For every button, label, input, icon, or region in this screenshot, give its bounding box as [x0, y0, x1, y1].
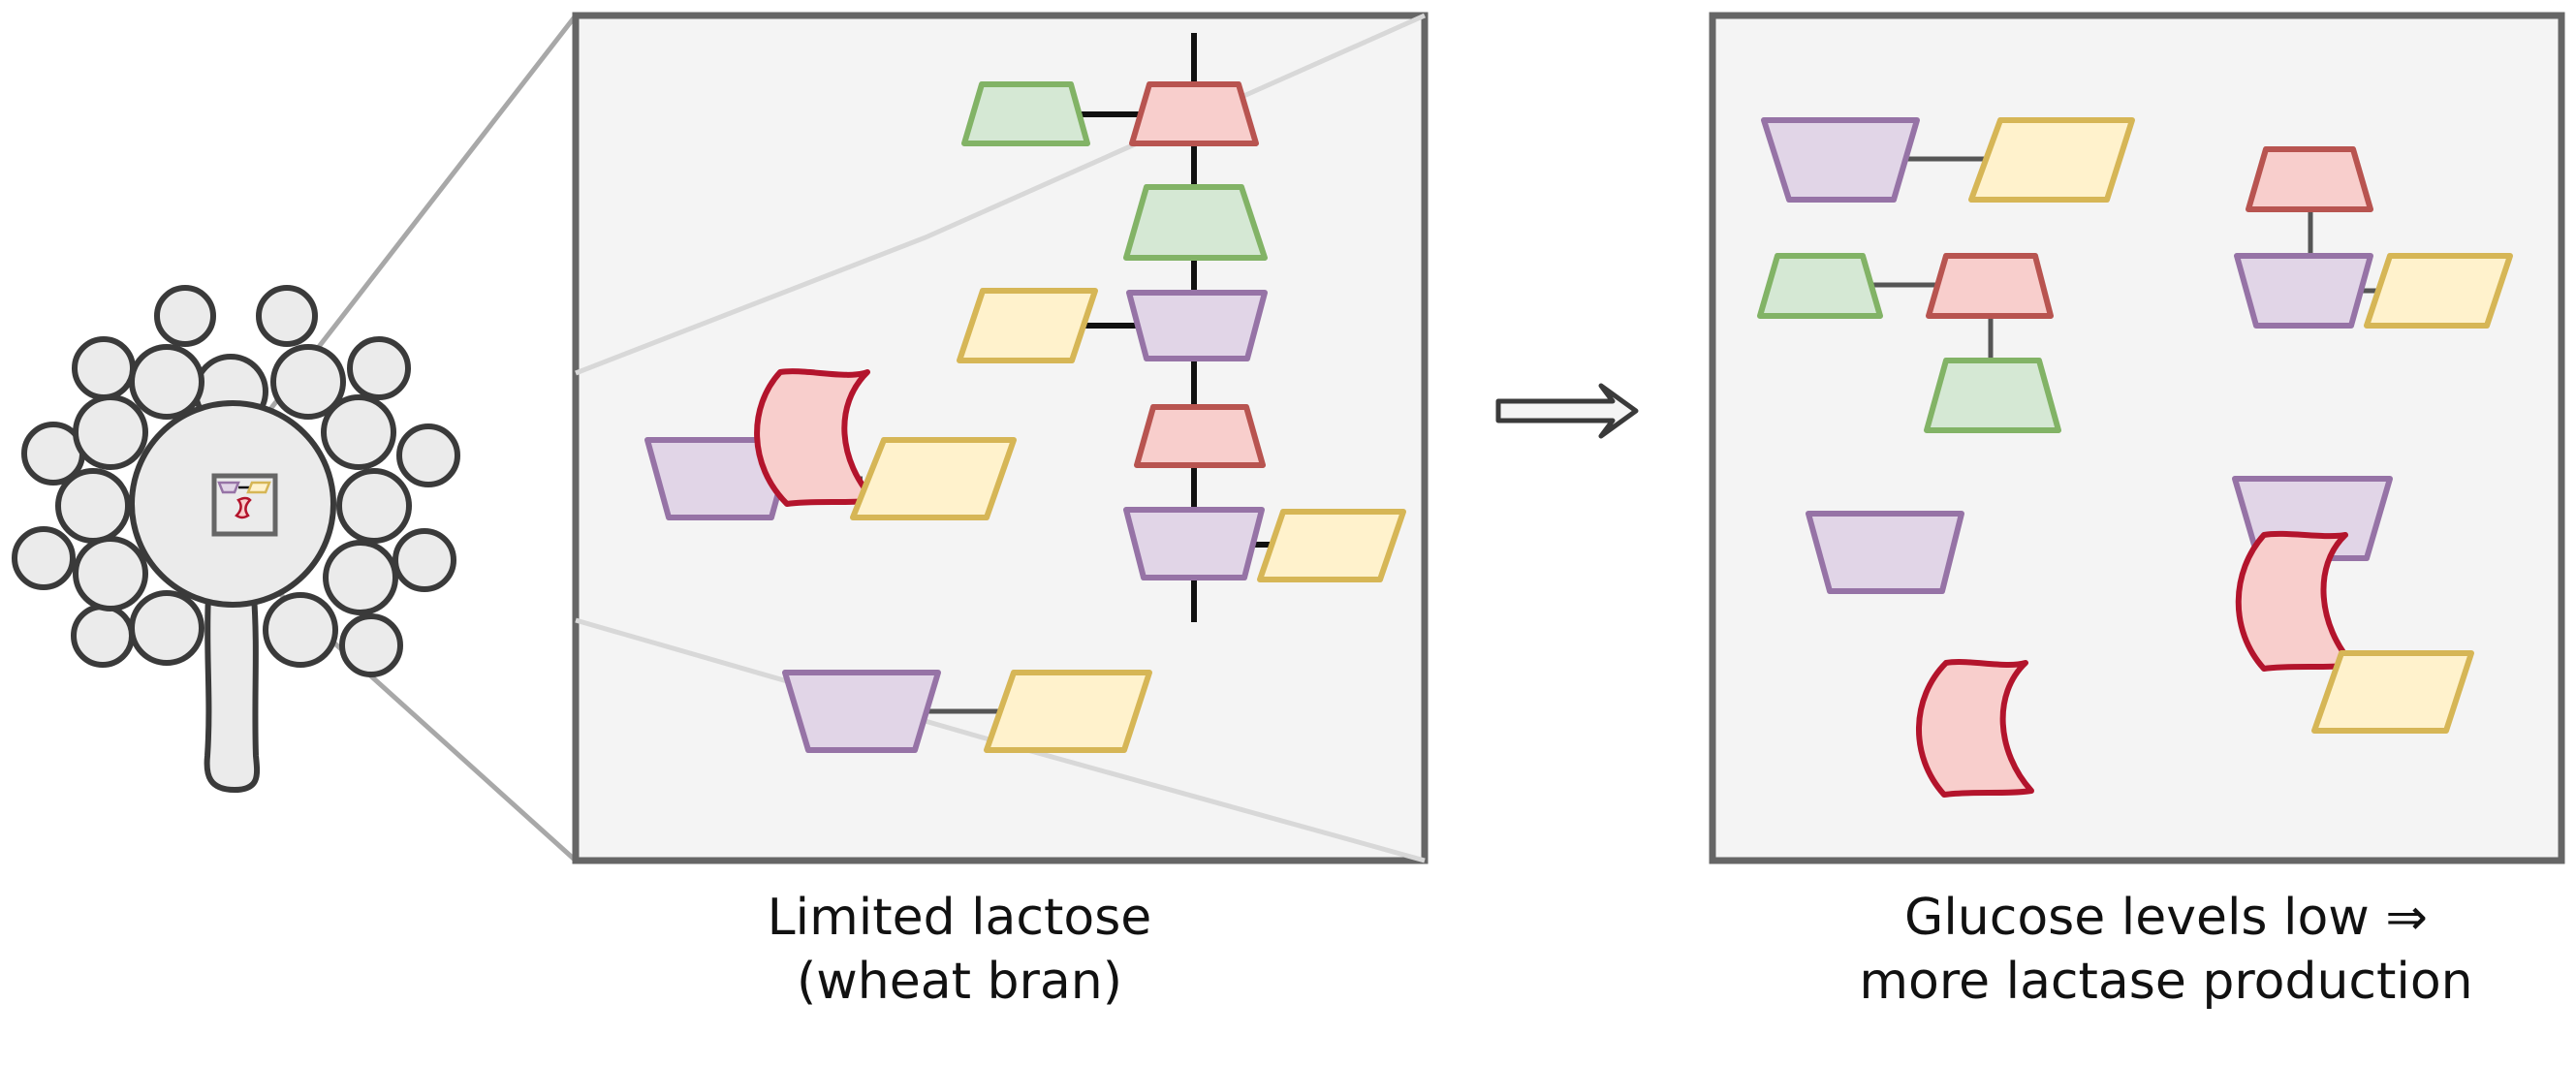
branched-oligosaccharide — [1757, 253, 2061, 433]
mini-enzyme — [235, 496, 252, 519]
purple-sugar — [1806, 511, 1964, 594]
spore — [263, 592, 338, 668]
spore — [339, 613, 403, 677]
spore — [270, 344, 346, 420]
zoom-marker — [211, 473, 278, 537]
purple-sugar — [1126, 290, 1268, 361]
zoom-line-faint-top — [575, 13, 1427, 376]
zoom-line-top — [219, 14, 578, 475]
red-sugar — [1129, 81, 1259, 146]
purple-sugar — [2234, 253, 2373, 329]
spore — [396, 423, 460, 487]
caption-left-line2: (wheat bran) — [796, 953, 1123, 1011]
conidiophore-body — [129, 400, 336, 794]
spore — [12, 526, 76, 590]
spore — [336, 468, 412, 544]
spore — [71, 604, 135, 668]
fungal-conidiophore-icon — [12, 285, 460, 794]
purple-sugar — [1761, 117, 1920, 203]
spore — [256, 285, 318, 347]
enzyme-cleaving-lactose — [2232, 476, 2393, 672]
mini-purple — [217, 481, 240, 494]
spore — [154, 285, 216, 347]
yellow-sugar — [2364, 253, 2513, 329]
spore — [73, 394, 148, 470]
mini-yellow — [246, 481, 271, 494]
yellow-sugar — [984, 670, 1152, 753]
zoom-line-faint-bottom — [575, 617, 1426, 863]
caption-limited-lactose: Limited lactose (wheat bran) — [572, 886, 1347, 1014]
spore — [55, 468, 131, 544]
lactase-enzyme-icon — [1916, 659, 2034, 798]
zoom-marker-box — [211, 473, 278, 537]
green-sugar — [1924, 358, 2061, 433]
spore — [347, 336, 411, 400]
vesicle — [129, 400, 336, 608]
yellow-sugar — [1257, 509, 1406, 582]
trisaccharide — [2234, 146, 2513, 329]
spore — [129, 344, 204, 420]
conidiophore-stalk — [204, 593, 261, 794]
free-lactose — [782, 670, 1152, 753]
purple-sugar — [1123, 507, 1265, 580]
purple-sugar — [644, 437, 796, 520]
arrow-shape — [1495, 383, 1639, 439]
spore — [393, 528, 456, 592]
spore — [72, 336, 136, 400]
green-sugar — [961, 81, 1090, 146]
spore — [73, 536, 148, 611]
caption-glucose-low: Glucose levels low ⇒ more lactase produc… — [1725, 886, 2576, 1014]
spore — [129, 590, 204, 666]
caption-right-line1: Glucose levels low ⇒ — [1904, 889, 2428, 947]
lactose-enzyme-complex — [644, 368, 1017, 520]
purple-sugar — [782, 670, 941, 753]
caption-right-line2: more lactase production — [1859, 953, 2473, 1011]
left-panel — [572, 12, 1429, 864]
lactose-molecule — [1761, 117, 2135, 203]
spore — [321, 394, 396, 470]
right-arrow-icon — [1495, 383, 1639, 439]
red-sugar — [1926, 253, 2054, 319]
spore — [323, 540, 398, 615]
yellow-sugar — [2311, 650, 2474, 734]
red-sugar — [1134, 404, 1266, 468]
red-sugar — [2246, 146, 2373, 212]
sugar-chain — [957, 33, 1406, 622]
green-sugar — [1123, 184, 1268, 261]
yellow-sugar — [957, 288, 1098, 363]
caption-left-line1: Limited lactose — [767, 889, 1152, 947]
right-panel — [1709, 12, 2565, 864]
green-sugar — [1757, 253, 1883, 319]
spore-ring — [12, 285, 460, 677]
yellow-sugar — [1968, 117, 2135, 203]
yellow-sugar — [850, 437, 1017, 520]
